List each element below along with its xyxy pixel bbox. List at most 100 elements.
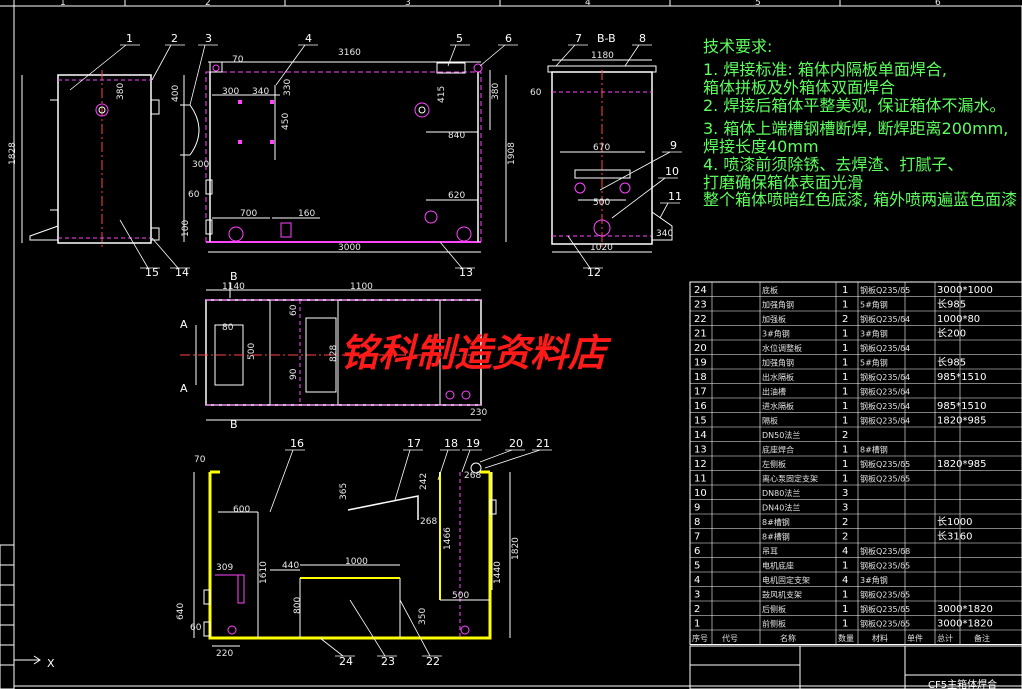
- table-cell-qty: 1: [842, 387, 848, 398]
- title-block-name: CF5主箱体焊合: [928, 678, 997, 689]
- dim-60: 60: [188, 190, 200, 200]
- watermark-text: 铭科制造资料店: [340, 331, 612, 375]
- dim-380b: 380: [491, 83, 501, 100]
- table-cell-material: 钢板Q235/δ4: [860, 314, 910, 324]
- end-view-dims: 1828 380: [8, 83, 126, 165]
- table-cell-no: 11: [694, 474, 707, 485]
- dim-268: 268: [420, 517, 437, 527]
- zone-label-6: 6: [935, 0, 941, 8]
- dim-415: 415: [437, 86, 447, 103]
- dim-242: 242: [419, 473, 429, 490]
- table-cell-note: 长985: [937, 357, 966, 369]
- table-cell-note: 1000*80: [937, 314, 980, 325]
- note-line-5: 焊接长度40mm: [703, 137, 819, 156]
- table-cell-note: 3000*1000: [937, 285, 993, 296]
- note-line-7: 打磨确保箱体表面光滑: [703, 173, 863, 192]
- table-cell-name: 出水隔板: [762, 372, 794, 382]
- dim-340b: 340: [656, 229, 673, 239]
- table-cell-no: 6: [694, 546, 700, 557]
- notes-title: 技术要求:: [703, 37, 772, 56]
- dim-330: 330: [283, 79, 293, 96]
- table-cell-name: 前侧板: [762, 619, 786, 629]
- table-cell-qty: 1: [842, 561, 848, 572]
- table-cell-qty: 3: [842, 503, 848, 514]
- balloon-6: 6: [505, 32, 512, 45]
- table-cell-name: 隔板: [762, 416, 778, 426]
- dim-600: 600: [233, 505, 250, 515]
- table-cell-material: 钢板Q235/δ4: [860, 387, 910, 397]
- dim-300b: 300: [192, 160, 209, 170]
- table-cell-name: 加强角钢: [762, 358, 794, 368]
- table-cell-no: 19: [694, 358, 707, 369]
- table-cell-material: 钢板Q235/δ5: [860, 604, 910, 614]
- dim-1828: 1828: [8, 142, 18, 165]
- table-cell-note: 长985: [937, 299, 966, 311]
- table-cell-no: 9: [694, 503, 700, 514]
- front-view-dims: 3160 70 300 340 330 380 415 450 840 620 …: [171, 48, 517, 253]
- table-cell-material: 钢板Q235/δ5: [860, 561, 910, 571]
- dim-268b: 268: [464, 471, 481, 481]
- table-cell-name: 进水隔板: [762, 401, 794, 411]
- dim-1020: 1020: [590, 243, 613, 253]
- table-header-cell: 单件: [907, 633, 923, 643]
- balloon-11: 11: [668, 190, 682, 203]
- table-cell-qty: 2: [842, 517, 848, 528]
- dim-230: 230: [470, 408, 487, 418]
- dim-309: 309: [216, 563, 233, 573]
- table-cell-material: 钢板Q235/δ5: [860, 474, 910, 484]
- dim-3160: 3160: [338, 48, 361, 58]
- table-cell-name: 8#槽钢: [762, 517, 790, 527]
- dim-220: 220: [216, 649, 233, 659]
- table-cell-no: 5: [694, 561, 700, 572]
- table-cell-material: 5#角钢: [860, 358, 888, 368]
- table-cell-name: 鼓风机支架: [762, 590, 802, 600]
- table-cell-name: 后侧板: [762, 604, 786, 614]
- table-cell-no: 3: [694, 590, 700, 601]
- dim-450: 450: [281, 113, 291, 130]
- table-cell-material: 钢板Q235/δ5: [860, 459, 910, 469]
- table-cell-material: 钢板Q235/δ4: [860, 343, 910, 353]
- dim-500: 500: [593, 198, 610, 208]
- table-cell-no: 2: [694, 604, 700, 615]
- dim-500b: 500: [247, 343, 257, 360]
- table-cell-material: 钢板Q235/δ8: [860, 546, 910, 556]
- dim-160: 160: [298, 209, 315, 219]
- table-cell-qty: 1: [842, 590, 848, 601]
- cut-label-b-bottom: B: [230, 418, 238, 431]
- dim-1180: 1180: [591, 51, 614, 61]
- table-cell-material: 钢板Q235/δ5: [860, 285, 910, 295]
- dim-365: 365: [339, 483, 349, 500]
- table-cell-name: 底板: [762, 285, 778, 295]
- dim-800: 800: [293, 597, 303, 614]
- table-cell-name: DN40法兰: [762, 503, 800, 513]
- table-cell-qty: 1: [842, 401, 848, 412]
- dim-1908: 1908: [507, 142, 517, 165]
- table-frame: [689, 281, 1022, 645]
- table-cell-name: 出油槽: [762, 387, 786, 397]
- balloon-5: 5: [456, 32, 463, 45]
- table-cell-qty: 1: [842, 343, 848, 354]
- section-label: B-B: [597, 32, 616, 45]
- dim-60c: 60: [289, 304, 299, 316]
- table-cell-material: 钢板Q235/δ4: [860, 401, 910, 411]
- balloon-22: 22: [426, 655, 440, 668]
- section-view-dims: 70 600 365 242 268 268 1466 1610 1820 14…: [176, 455, 521, 659]
- balloon-7: 7: [575, 32, 582, 45]
- table-cell-qty: 2: [842, 430, 848, 441]
- dim-100: 100: [181, 220, 191, 237]
- table-cell-material: 3#角钢: [860, 329, 888, 339]
- table-cell-qty: 1: [842, 619, 848, 630]
- balloon-16: 16: [290, 437, 304, 450]
- balloon-13: 13: [459, 266, 473, 279]
- dim-620: 620: [448, 191, 465, 201]
- zone-label-2: 2: [205, 0, 211, 8]
- balloon-9: 9: [670, 139, 677, 152]
- balloon-leaders: [69, 44, 682, 657]
- table-header-cell: 数量: [838, 633, 854, 643]
- balloon-17: 17: [407, 437, 421, 450]
- table-header-cell: 材料: [872, 633, 888, 643]
- note-line-2: 箱体拼板及外箱体双面焊合: [703, 78, 895, 97]
- balloon-3: 3: [205, 32, 212, 45]
